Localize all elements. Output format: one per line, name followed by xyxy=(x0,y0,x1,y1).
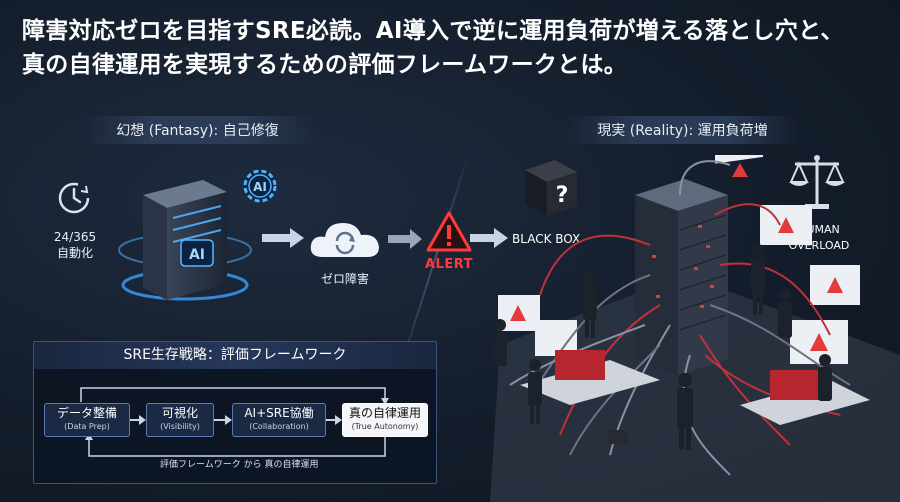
step-data-prep: データ整備 (Data Prep) xyxy=(44,403,130,437)
black-box-label: BLACK BOX xyxy=(512,232,581,246)
step-visibility: 可視化 (Visibility) xyxy=(146,403,214,437)
step-data-prep-subtitle: (Data Prep) xyxy=(64,422,110,431)
step-visibility-subtitle: (Visibility) xyxy=(160,422,200,431)
automation-caption-line-2: 自動化 xyxy=(56,246,93,260)
clock-icon xyxy=(58,182,90,214)
reality-label: 現実 (Reality): 運用負荷増 xyxy=(565,116,800,144)
step-true-autonomy: 真の自律運用 (True Autonomy) xyxy=(342,403,428,437)
server-ai-badge: AI xyxy=(189,247,205,263)
title-line-2: 真の自律運用を実現するための評価フレームワークとは。 xyxy=(22,52,628,78)
step-collaboration-title: AI+SRE協働 xyxy=(244,406,314,420)
ai-gear-label: AI xyxy=(253,180,267,194)
framework-loop-label: 評価フレームワーク から 真の自律運用 xyxy=(160,460,319,470)
step-visibility-title: 可視化 xyxy=(161,406,198,420)
step-collaboration-subtitle: (Collaboration) xyxy=(249,422,309,431)
black-box-cube-icon: ? xyxy=(525,160,577,216)
arrow-to-blackbox xyxy=(470,228,508,248)
automation-caption: 24/365 自動化 xyxy=(40,229,110,261)
step-data-prep-title: データ整備 xyxy=(56,406,117,420)
overloaded-server-room-illustration xyxy=(490,155,900,502)
step-collaboration: AI+SRE協働 (Collaboration) xyxy=(232,403,326,437)
step-true-autonomy-subtitle: (True Autonomy) xyxy=(351,422,419,431)
scales-icon xyxy=(789,155,845,209)
cloud-icon xyxy=(310,223,379,257)
alert-warning-icon xyxy=(426,211,472,252)
ai-gear-icon: AI xyxy=(243,169,277,203)
ai-server-illustration: AI xyxy=(118,180,252,301)
fantasy-label: 幻想 (Fantasy): 自己修復 xyxy=(80,116,315,144)
alert-label: ALERT xyxy=(425,257,474,272)
page-title: 障害対応ゼロを目指すSRE必読。AI導入で逆に運用負荷が増える落とし穴と、 真の… xyxy=(22,14,882,82)
automation-caption-line-1: 24/365 xyxy=(53,230,97,244)
svg-text:?: ? xyxy=(556,183,569,208)
step-true-autonomy-title: 真の自律運用 xyxy=(348,406,421,420)
framework-loop-arrows xyxy=(80,387,389,457)
arrow-to-cloud xyxy=(262,228,304,248)
zero-incidents-label: ゼロ障害 xyxy=(320,272,369,286)
arrow-to-alert xyxy=(388,229,422,249)
strategy-heading: SRE生存戦略：評価フレームワーク xyxy=(34,342,436,369)
title-line-1: 障害対応ゼロを目指すSRE必読。AI導入で逆に運用負荷が増える落とし穴と、 xyxy=(22,18,844,44)
